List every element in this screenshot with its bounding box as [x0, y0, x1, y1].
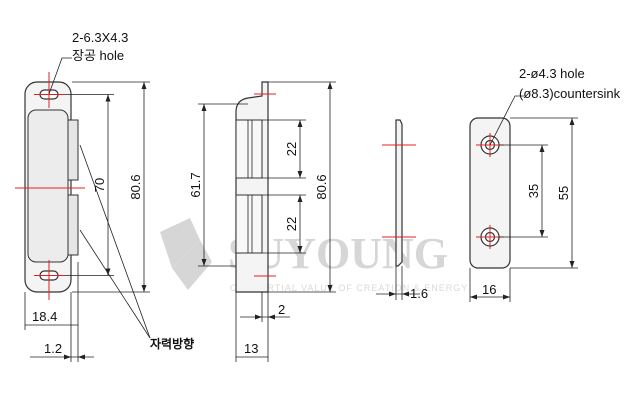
- front-slot-pitch-dim: 70: [92, 178, 107, 192]
- side-upper-magnet-dim: 22: [284, 142, 299, 156]
- side-view: [235, 81, 276, 293]
- side-width-dim: 13: [244, 341, 258, 356]
- watermark-tagline: CONCERTIAL VALUE OF CREATION & ENERGY: [230, 283, 468, 293]
- plate-side-view: [376, 119, 420, 300]
- magnet-direction-label: 자력방향: [150, 336, 194, 351]
- front-width-dim: 18.4: [32, 309, 57, 324]
- side-lower-magnet-dim: 22: [284, 217, 299, 231]
- front-view-magnet-top: [67, 119, 79, 181]
- front-view-inner-face: [27, 109, 69, 263]
- plate-front-view: [469, 95, 524, 269]
- slot-hole-label: 장공 hole: [72, 48, 124, 63]
- countersink-label: (ø8.3)countersink: [519, 86, 621, 101]
- plate-side-profile: [395, 119, 403, 267]
- plate-thickness-dim: 1.6: [410, 286, 428, 301]
- plate-height-dim: 55: [556, 186, 571, 200]
- front-offset-dim: 1.2: [44, 341, 62, 356]
- side-view-upper-magnet: [235, 119, 263, 179]
- side-view-dimensions: [198, 81, 336, 362]
- plate-hole-pitch-dim: 35: [526, 184, 541, 198]
- side-flange-dim: 2: [278, 302, 285, 317]
- side-view-lower-magnet: [235, 194, 263, 254]
- side-height-dim: 80.6: [314, 174, 329, 199]
- front-height-dim: 80.6: [128, 174, 143, 199]
- watermark: SUYOUNG CONCERTIAL VALUE OF CREATION & E…: [160, 218, 468, 293]
- side-view-profile: [235, 81, 269, 293]
- front-view-dimensions: [24, 81, 151, 362]
- front-view: [15, 57, 85, 300]
- plate-front-body: [469, 117, 511, 269]
- plate-width-dim: 16: [482, 282, 496, 297]
- slot-spec-label: 2-6.3X4.3: [72, 30, 128, 45]
- plate-front-dimensions: [469, 117, 578, 302]
- front-view-magnet-bottom: [67, 194, 79, 256]
- side-inner-dim: 61.7: [188, 172, 203, 197]
- hole-spec-label: 2-ø4.3 hole: [519, 66, 585, 81]
